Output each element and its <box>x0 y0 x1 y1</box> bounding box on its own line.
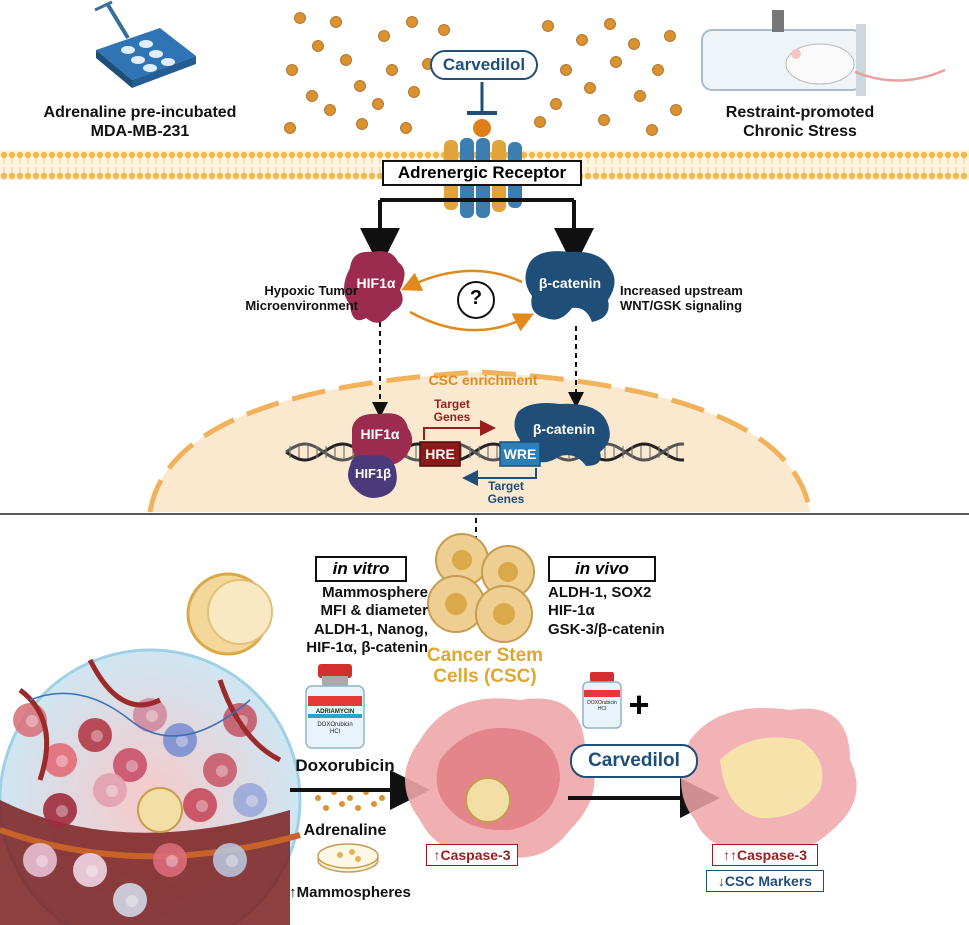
hre-label: HRE <box>425 446 455 462</box>
nuclear-beta-catenin-label: β-catenin <box>532 421 596 437</box>
in-vitro-item: HIF-1α, β-catenin <box>306 638 428 656</box>
in-vivo-list: ALDH-1, SOX2 HIF-1α GSK-3/β-catenin <box>548 584 718 639</box>
in-vivo-item: ALDH-1, SOX2 <box>548 584 652 601</box>
adrenergic-receptor-label: Adrenergic Receptor <box>382 160 582 186</box>
hif1a-protein-icon <box>344 251 405 323</box>
beta-catenin-protein-icon <box>525 251 615 322</box>
well-plate-icon <box>94 0 196 88</box>
right-top-label-line1: Restraint-promoted <box>725 104 875 121</box>
hypoxic-label-line1: Hypoxic Tumor <box>264 283 358 298</box>
petri-dish-icon <box>317 843 379 873</box>
treated-tumor-icon <box>681 708 857 853</box>
csc-title: Cancer Stem Cells (CSC) <box>410 645 560 688</box>
vial2-drug: DOXOrubicin HCl <box>583 700 621 712</box>
in-vitro-list: Mammosphere MFI & diameter ALDH-1, Nanog… <box>268 584 428 657</box>
carvedilol-top-pill: Carvedilol <box>430 50 538 80</box>
wnt-label: Increased upstream WNT/GSK signaling <box>620 283 770 314</box>
target-genes-top-line1: Target <box>434 397 470 411</box>
doxorubicin-label: Doxorubicin <box>295 756 395 775</box>
in-vitro-item: ALDH-1, Nanog, <box>313 620 428 638</box>
caspase-double-badge: ↑↑Caspase-3 <box>712 844 818 866</box>
mammospheres-label: ↑Mammospheres <box>289 884 411 901</box>
target-genes-bottom-line1: Target <box>488 479 524 493</box>
doxorubicin-vial-icon <box>305 664 365 749</box>
in-vitro-label: in vitro <box>315 556 407 582</box>
in-vitro-item: Mammosphere <box>322 584 428 601</box>
left-top-label-line2: MDA-MB-231 <box>90 122 190 140</box>
hypoxic-label-line2: Microenvironment <box>245 298 358 314</box>
csc-title-line2: Cells (CSC) <box>433 665 537 687</box>
adrenaline-label: Adrenaline <box>303 822 387 839</box>
wnt-label-line1: Increased upstream <box>620 283 743 298</box>
in-vivo-label: in vivo <box>548 556 656 582</box>
adrenaline-dots-icon <box>315 789 385 811</box>
adrenaline-molecules <box>284 12 682 136</box>
hypoxic-label: Hypoxic Tumor Microenvironment <box>228 283 358 314</box>
mammosphere-icon <box>186 572 273 656</box>
tumor-tissue-icon <box>0 648 302 925</box>
wnt-label-line2: WNT/GSK signaling <box>620 298 743 314</box>
target-genes-top: Target Genes <box>422 397 482 425</box>
doxorubicin-vial-2-icon <box>582 672 622 729</box>
in-vivo-item: HIF-1α <box>548 602 595 620</box>
vial-drug-line2: HCl <box>330 729 340 736</box>
plus-sign: + <box>628 684 650 725</box>
vial-brand: ADRIAMYCIN <box>315 709 355 715</box>
restraint-tube-icon <box>701 10 946 96</box>
right-top-label-line2: Chronic Stress <box>743 122 857 140</box>
question-mark: ? <box>469 287 483 309</box>
right-top-label: Restraint-promoted Chronic Stress <box>690 104 910 142</box>
vial-drug-line1: DOXOrubicin <box>317 722 353 728</box>
target-genes-bottom: Target Genes <box>476 479 536 507</box>
caspase-single-badge: ↑Caspase-3 <box>426 844 518 866</box>
vial2-drug-line2: HCl <box>597 706 607 712</box>
wre-label: WRE <box>503 446 537 462</box>
csc-title-line1: Cancer Stem <box>426 645 544 666</box>
nucleus <box>147 369 813 513</box>
left-top-label: Adrenaline pre-incubated MDA-MB-231 <box>20 104 260 142</box>
cancer-stem-cells-icon <box>427 533 535 643</box>
vial-drug: DOXOrubicin HCl <box>306 722 364 736</box>
damaged-tumor-icon <box>405 698 595 858</box>
nuclear-hif1a-label: HIF1α <box>360 426 400 442</box>
hif1a-label: HIF1α <box>356 275 396 291</box>
in-vivo-item: GSK-3/β-catenin <box>548 620 665 638</box>
left-top-label-line1: Adrenaline pre-incubated <box>43 104 237 121</box>
vial2-drug-line1: DOXOrubicin <box>587 700 617 706</box>
beta-catenin-label: β-catenin <box>538 275 602 291</box>
in-vitro-item: MFI & diameter <box>320 602 428 620</box>
nuclear-hif1b-label: HIF1β <box>354 466 392 481</box>
target-genes-bottom-line2: Genes <box>487 492 525 507</box>
csc-markers-badge: ↓CSC Markers <box>706 870 824 892</box>
csc-enrichment-label: CSC enrichment <box>428 372 538 388</box>
target-genes-top-line2: Genes <box>433 410 471 425</box>
carvedilol-bottom-pill: Carvedilol <box>570 744 698 778</box>
